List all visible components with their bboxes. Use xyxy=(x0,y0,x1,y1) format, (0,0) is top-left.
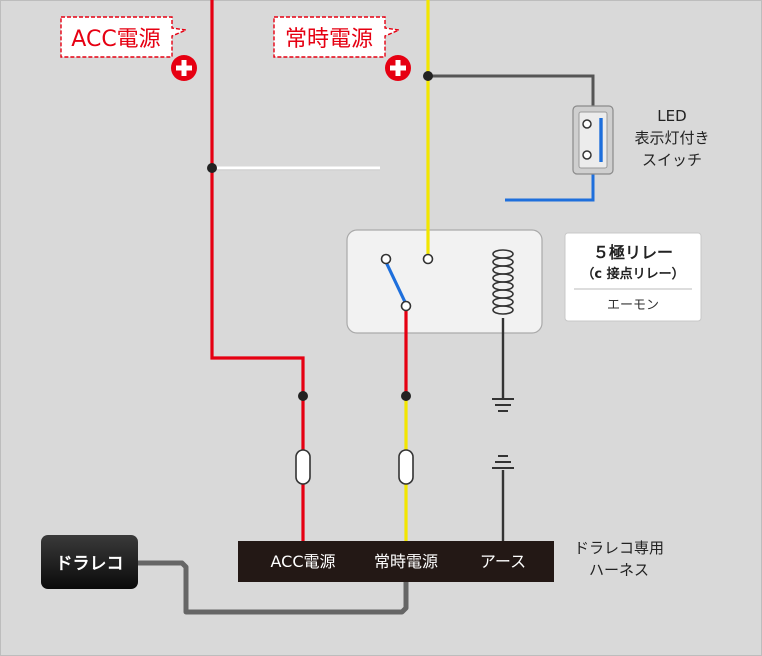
relay-terminal-nc xyxy=(380,253,392,265)
harness-name-line2: ハーネス xyxy=(589,561,649,579)
harness-connector: ACC電源 常時電源 アース xyxy=(238,541,554,582)
acc-junction-dot xyxy=(207,163,217,173)
relay-info-card: ５極リレー （c 接点リレー） エーモン xyxy=(564,232,702,322)
harness-name-line1: ドラレコ専用 xyxy=(574,539,664,557)
dashcam-label: ドラレコ xyxy=(56,554,124,574)
harness-ground-label: アース xyxy=(480,552,526,571)
relay-subtitle: （c 接点リレー） xyxy=(581,266,684,282)
led-switch xyxy=(572,105,614,175)
ground-icon xyxy=(492,398,514,412)
acc-wire xyxy=(210,0,305,450)
constant-fuse-junction-dot xyxy=(401,391,411,401)
constant-junction-dot xyxy=(423,71,433,81)
relay-contact-arm xyxy=(384,261,407,303)
fuse-icon xyxy=(398,449,414,485)
relay-body xyxy=(346,229,543,334)
plus-circle-icon xyxy=(171,55,197,81)
relay-brand: エーモン xyxy=(607,298,659,313)
constant-power-callout: 常時電源 xyxy=(273,16,402,58)
fuse-icon xyxy=(295,449,311,485)
harness-constant-label: 常時電源 xyxy=(374,552,438,571)
constant-power-label: 常時電源 xyxy=(285,27,373,52)
acc-power-label: ACC電源 xyxy=(71,27,160,52)
relay-title: ５極リレー xyxy=(593,243,673,262)
plus-circle-icon xyxy=(385,55,411,81)
switch-output-wire xyxy=(505,174,595,202)
harness-acc-label: ACC電源 xyxy=(270,552,335,571)
relay-terminal-com xyxy=(400,300,412,312)
switch-label-line2: 表示灯付き xyxy=(634,129,709,147)
ground-icon xyxy=(492,455,514,469)
switch-feed-wire xyxy=(428,74,595,106)
dashcam-box: ドラレコ xyxy=(41,535,138,589)
coil-icon xyxy=(492,249,514,315)
switch-label-line3: スイッチ xyxy=(642,151,702,169)
recorder-cable xyxy=(138,560,409,615)
relay-terminal-no xyxy=(422,253,434,265)
acc-fuse-junction-dot xyxy=(298,391,308,401)
switch-label-line1: LED xyxy=(657,107,686,125)
acc-power-callout: ACC電源 xyxy=(60,16,189,58)
